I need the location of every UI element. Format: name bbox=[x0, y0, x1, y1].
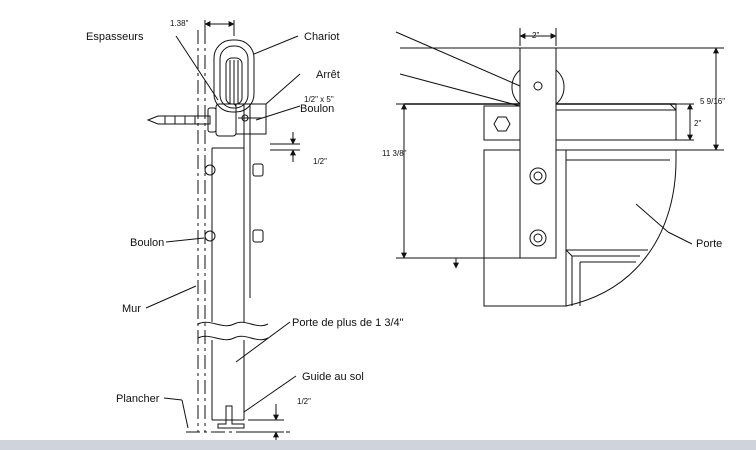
bottom-bar bbox=[0, 440, 756, 450]
dim-gap-top: 1/2" bbox=[313, 157, 327, 166]
label-espasseurs: Espasseurs bbox=[86, 31, 144, 43]
label-boulon-top: Boulon bbox=[300, 103, 334, 115]
side-view bbox=[145, 20, 301, 440]
spacer bbox=[207, 107, 217, 133]
label-plancher: Plancher bbox=[116, 393, 160, 405]
stop-block-front bbox=[483, 105, 521, 141]
lag-bolt bbox=[146, 115, 211, 125]
label-arret: Arrêt bbox=[316, 69, 340, 81]
strap-front bbox=[519, 47, 557, 259]
label-guide-sol: Guide au sol bbox=[302, 371, 364, 383]
label-porte: Porte bbox=[696, 238, 722, 250]
dimension-labels: 1.38" 1/2" 1/2" 2" 11 3/8" 5 9/16" 2" bbox=[170, 19, 725, 406]
labels: Espasseurs Chariot Arrêt 1/2" x 5" Boulo… bbox=[86, 31, 722, 405]
dim-total-height: 11 3/8" bbox=[382, 149, 407, 158]
dim-upper-height: 5 9/16" bbox=[700, 97, 725, 106]
front-view bbox=[395, 28, 724, 307]
diagram-canvas: Espasseurs Chariot Arrêt 1/2" x 5" Boulo… bbox=[86, 19, 725, 440]
bolt-head bbox=[204, 164, 216, 176]
dim-gap-bottom: 1/2" bbox=[297, 397, 311, 406]
label-bolt-spec: 1/2" x 5" bbox=[304, 95, 334, 104]
bolt-head bbox=[204, 230, 216, 242]
dim-top-width: 1.38" bbox=[170, 19, 189, 28]
floor-guide bbox=[217, 405, 245, 429]
spacer-block bbox=[215, 103, 237, 137]
label-mur: Mur bbox=[122, 303, 141, 315]
label-porte-plus: Porte de plus de 1 3/4" bbox=[292, 317, 404, 329]
door-edge bbox=[212, 147, 245, 322]
label-chariot: Chariot bbox=[304, 31, 339, 43]
dim-strap-width: 2" bbox=[532, 31, 539, 40]
dim-rail-height: 2" bbox=[694, 119, 701, 128]
wheel-housing bbox=[213, 39, 255, 113]
stop-block bbox=[235, 103, 267, 135]
label-boulon-side: Boulon bbox=[130, 237, 164, 249]
